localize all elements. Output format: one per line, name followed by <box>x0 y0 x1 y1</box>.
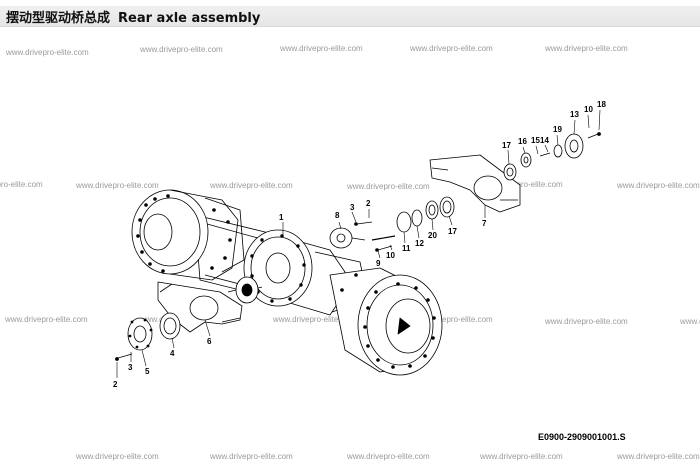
watermark: www.drivepro-elite.com <box>616 181 700 190</box>
watermark: www.drivepro-elite.com <box>75 181 159 190</box>
callout-11: 11 <box>402 244 411 253</box>
watermark: www.drivepro-elite.com <box>409 44 493 53</box>
callout-2-right: 2 <box>366 199 371 208</box>
watermark: www.drivepro-elite.com <box>346 182 430 191</box>
callout-3: 3 <box>128 363 133 372</box>
left-bushing <box>159 312 181 340</box>
callout-12: 12 <box>415 239 424 248</box>
callout-5: 5 <box>145 367 150 376</box>
watermark: www.drivepro-elite.com <box>75 452 159 461</box>
input-flange <box>227 276 263 304</box>
watermark: www.drivepro-elite.com <box>679 317 700 326</box>
watermark: www.drivepro-elite.com <box>4 315 88 324</box>
callout-17-upper: 17 <box>502 141 511 150</box>
title-bar: 摆动型驱动桥总成 Rear axle assembly <box>0 6 700 27</box>
callout-18: 18 <box>597 100 606 109</box>
watermark: www.drivepro-elite.com <box>616 452 700 461</box>
watermark: www.drivepro-elite.com <box>479 452 563 461</box>
right-trunnion-bracket <box>429 154 521 213</box>
shaft-bolts <box>354 221 396 252</box>
watermark: www.drivepro-elite.com <box>279 44 363 53</box>
diagram-code: E0900-2909001001.S <box>538 432 626 442</box>
upper-seal-stack <box>503 132 601 181</box>
callout-20: 20 <box>428 231 437 240</box>
callout-4: 4 <box>170 349 175 358</box>
callout-3-right: 3 <box>350 203 355 212</box>
callout-10-upper: 10 <box>584 105 593 114</box>
watermark-layer: www.drivepro-elite.com www.drivepro-elit… <box>0 44 700 461</box>
watermark: www.drivepro-elite.com <box>139 45 223 54</box>
callout-17-lower: 17 <box>448 227 457 236</box>
left-thrust-washer <box>127 317 153 351</box>
watermark: www.drivepro-elite.com <box>479 180 563 189</box>
watermark: www.drivepro-elite.com <box>209 452 293 461</box>
callout-15: 15 <box>531 136 540 145</box>
callout-10-lower: 10 <box>386 251 395 260</box>
callout-leaders <box>116 109 601 378</box>
callout-1: 1 <box>279 213 284 222</box>
callout-2: 2 <box>113 380 118 389</box>
callout-8: 8 <box>335 211 340 220</box>
right-final-drive <box>329 267 443 376</box>
watermark: www.drivepro-elite.com <box>272 315 356 324</box>
watermark: www.drivepro-elite.com <box>0 180 43 189</box>
watermark: www.drivepro-elite.com <box>409 315 493 324</box>
callout-14: 14 <box>540 136 549 145</box>
watermark: www.drivepro-elite.com <box>544 44 628 53</box>
callout-9: 9 <box>376 259 381 268</box>
left-bolt <box>115 353 133 361</box>
callout-16: 16 <box>518 137 527 146</box>
watermark: www.drivepro-elite.com <box>5 48 89 57</box>
watermark: www.drivepro-elite.com <box>346 452 430 461</box>
callout-19: 19 <box>553 125 562 134</box>
watermark: www.drivepro-elite.com <box>209 181 293 190</box>
left-final-drive <box>131 189 245 281</box>
page-title: 摆动型驱动桥总成 Rear axle assembly <box>6 7 260 26</box>
callout-7: 7 <box>482 219 487 228</box>
title-english: Rear axle assembly <box>118 11 261 26</box>
watermark: www.drivepro-elite.com <box>544 317 628 326</box>
seal-rings-right <box>396 196 455 233</box>
callout-labels: 1 2 3 4 5 6 7 8 9 10 11 12 13 14 15 16 1… <box>113 100 606 389</box>
pinion-flange-8 <box>329 227 366 249</box>
callout-6: 6 <box>207 337 212 346</box>
title-chinese: 摆动型驱动桥总成 <box>6 11 111 26</box>
callout-13: 13 <box>570 110 579 119</box>
